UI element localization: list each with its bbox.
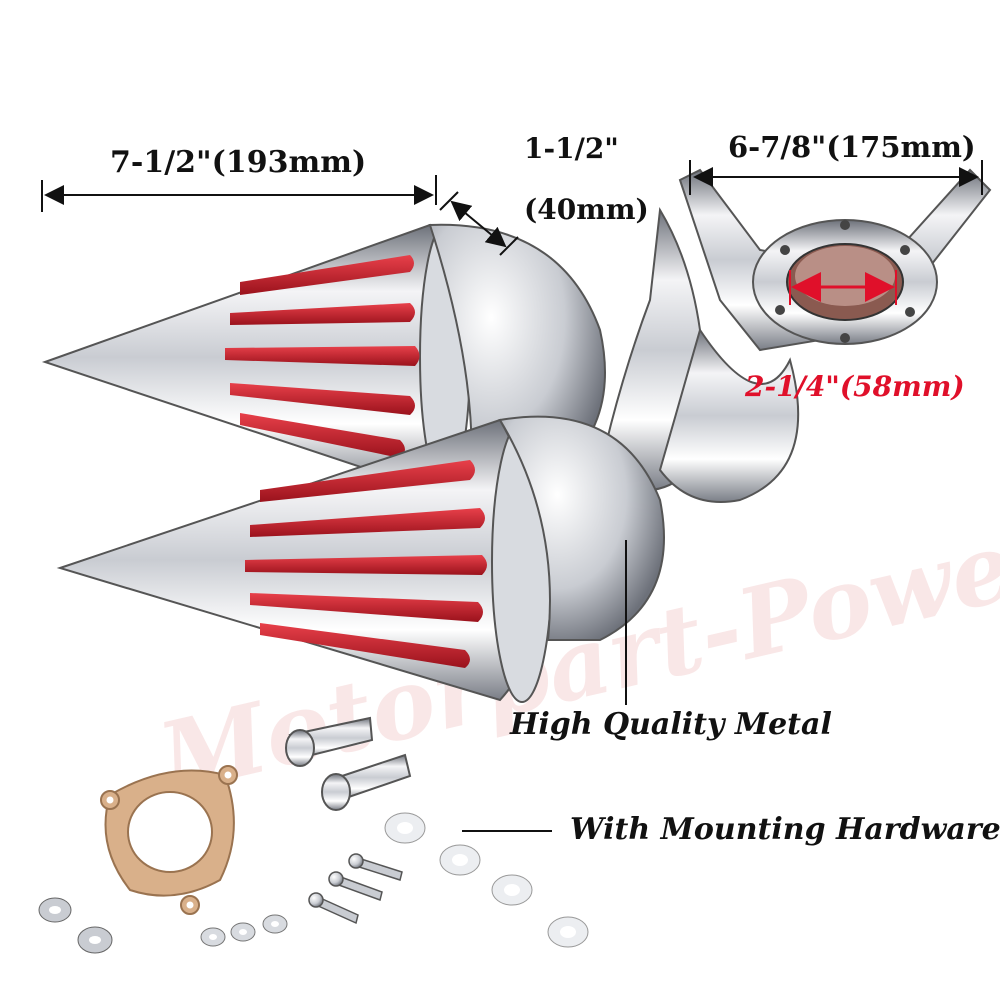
screw-icon [328,871,383,901]
washer-icon [384,812,426,844]
banjo-bolt-icon [321,753,412,811]
washer-icon [547,916,589,948]
gasket-icon [100,765,238,915]
width-dimension-label: 7-1/2"(193mm) [110,145,367,180]
washer-icon [200,927,226,947]
hardware-label: With Mounting Hardware [570,812,1000,847]
washer-icon [77,926,113,954]
gap-dimension-inch-label: 1-1/2" [524,132,619,165]
spike-air-cleaner-upper-icon [41,223,606,492]
washer-icon [38,897,72,923]
banjo-bolt-icon [285,716,374,767]
spike-air-cleaner-lower-icon [56,415,665,703]
dimension-span-line [689,160,983,195]
washer-icon [230,922,256,942]
washer-icon [262,914,288,934]
washer-icon [491,874,533,906]
bore-dimension-label: 2-1/4"(58mm) [745,370,965,403]
material-label: High Quality Metal [510,707,832,742]
dimension-bore-line [789,270,897,305]
gap-dimension-mm-label: (40mm) [524,193,649,226]
intake-manifold-icon [598,168,992,503]
span-dimension-label: 6-7/8"(175mm) [728,130,976,164]
washer-icon [439,844,481,876]
screw-icon [348,853,403,881]
dimension-width-line [41,175,437,212]
dimension-gap-line [439,191,519,256]
screw-icon [308,892,359,925]
